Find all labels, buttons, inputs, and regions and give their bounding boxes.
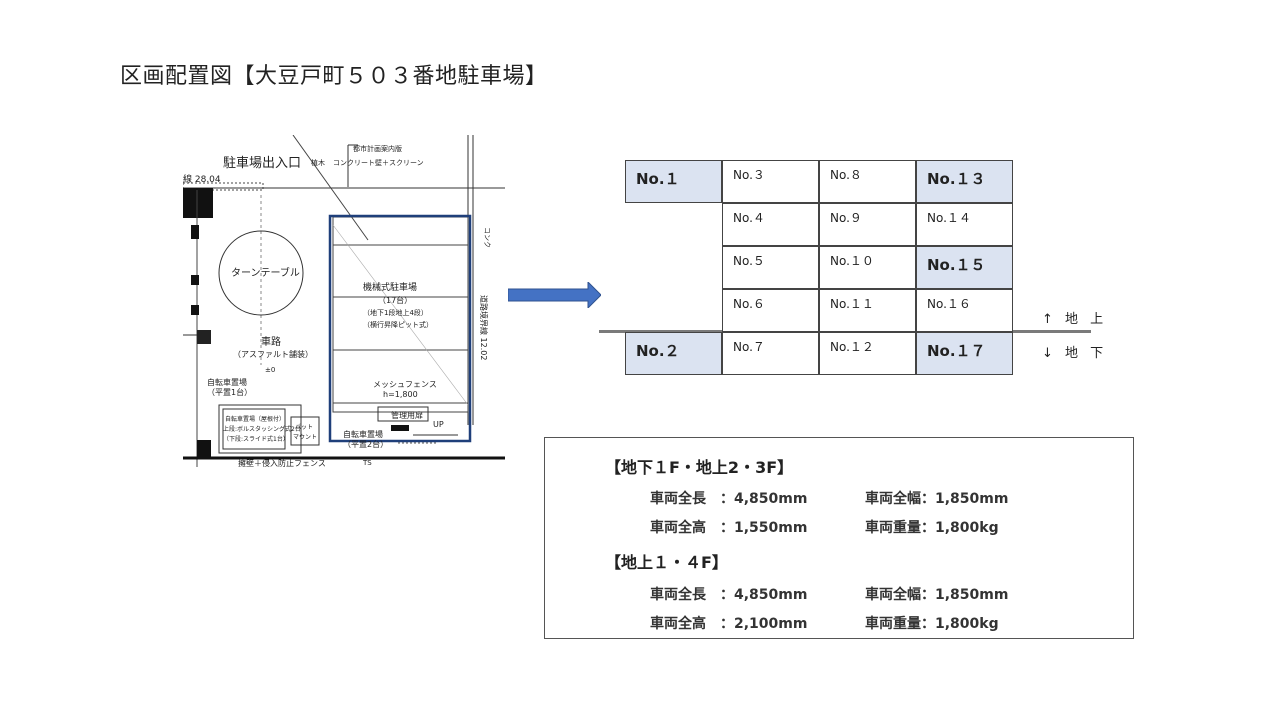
- plan-bike-count: （平置1台）: [207, 387, 252, 397]
- plan-machine-levels: （地下1段地上4段）: [363, 308, 428, 317]
- parking-slot: No.８: [819, 160, 916, 203]
- plan-bike2-label: 自転車置場: [343, 429, 383, 439]
- plan-ts-label: TS: [362, 459, 372, 467]
- plan-bike-rack-lower: （下段:スライド式1台）: [223, 435, 289, 443]
- below-ground-label: ↓ 地 下: [1042, 346, 1108, 361]
- spec1-height: 車両全高 ：1,550mm: [650, 520, 808, 536]
- floor-plan: 駐車場出入口 線 28.04 都市計画案内版 コンクリート壁＋スクリーン 植木 …: [183, 135, 505, 467]
- plan-pad-label: パット: [295, 424, 313, 431]
- spec1-weight: 車両重量：1,800kg: [865, 520, 999, 536]
- vehicle-spec-box: 【地下１F・地上2・3F】 車両全長 ：4,850mm 車両全幅：1,850mm…: [544, 437, 1134, 639]
- spec-heading-2: 【地上１・４F】: [605, 553, 728, 572]
- plan-boundary-label: 道路境界線 12.02: [479, 295, 489, 360]
- plan-mesh-label: メッシュフェンス: [373, 380, 437, 389]
- spec2-width: 車両全幅：1,850mm: [865, 587, 1009, 603]
- plan-bike2-count: （平置2台）: [343, 439, 388, 449]
- spec2-height: 車両全高 ：2,100mm: [650, 616, 808, 632]
- spec1-length: 車両全長 ：4,850mm: [650, 491, 808, 507]
- plan-up-label: UP: [433, 420, 444, 429]
- parking-slot: No.９: [819, 203, 916, 246]
- parking-slot: No.７: [722, 332, 819, 375]
- parking-slot: No.１６: [916, 289, 1013, 332]
- plan-wall-label: コンクリート壁＋スクリーン: [333, 158, 424, 167]
- parking-slot: No.１３: [916, 160, 1013, 203]
- plan-asphalt-label: （アスファルト舗装）: [233, 349, 313, 359]
- spec2-weight: 車両重量：1,800kg: [865, 616, 999, 632]
- arrow-right-icon: [508, 282, 601, 308]
- page-title: 区画配置図【大豆戸町５０３番地駐車場】: [120, 64, 548, 89]
- plan-concrete-label: コンク: [483, 227, 491, 248]
- parking-slot: No.１５: [916, 246, 1013, 289]
- spec-heading-1: 【地下１F・地上2・3F】: [605, 458, 794, 477]
- plan-bike-label: 自転車置場: [207, 377, 247, 387]
- floor-plan-drawing: 駐車場出入口 線 28.04 都市計画案内版 コンクリート壁＋スクリーン 植木 …: [183, 135, 505, 467]
- plan-office-label: 管理用扉: [391, 410, 423, 420]
- parking-slot: No.１: [625, 160, 722, 203]
- plan-turntable-label: ターンテーブル: [231, 266, 300, 279]
- plan-machine-label: 機械式駐車場: [363, 281, 417, 293]
- plan-line-label: 線 28.04: [183, 173, 221, 185]
- plan-mesh-height: h=1,800: [383, 390, 418, 399]
- plan-entrance-label: 駐車場出入口: [223, 156, 301, 171]
- parking-slot: No.１４: [916, 203, 1013, 246]
- plan-level-label: ±0: [265, 366, 275, 374]
- plan-mount-label: マウント: [293, 433, 317, 441]
- parking-slot: No.６: [722, 289, 819, 332]
- parking-slot: No.４: [722, 203, 819, 246]
- plan-city-plan-label: 都市計画案内版: [353, 144, 402, 153]
- plan-machine-count: （17台）: [378, 295, 412, 305]
- parking-slot: No.５: [722, 246, 819, 289]
- plan-machine-type: （横行昇降ピット式）: [363, 320, 433, 329]
- plan-plant-label: 植木: [311, 158, 325, 167]
- parking-slot: No.３: [722, 160, 819, 203]
- above-ground-label: ↑ 地 上: [1042, 312, 1108, 327]
- parking-slot: No.２: [625, 332, 722, 375]
- plan-bike-rack-upper: 上段:ボルスタッシング式2台: [223, 425, 301, 433]
- plan-bike-rack-label: 自転車置場（屋根付）: [225, 415, 285, 423]
- parking-slot: No.１７: [916, 332, 1013, 375]
- plan-bottom-label: 擁壁＋侵入防止フェンス: [238, 458, 326, 467]
- parking-slot: No.１０: [819, 246, 916, 289]
- spec1-width: 車両全幅：1,850mm: [865, 491, 1009, 507]
- parking-slot: No.１２: [819, 332, 916, 375]
- parking-slot: No.１１: [819, 289, 916, 332]
- plan-road-label: 車路: [261, 335, 281, 348]
- spec2-length: 車両全長 ：4,850mm: [650, 587, 808, 603]
